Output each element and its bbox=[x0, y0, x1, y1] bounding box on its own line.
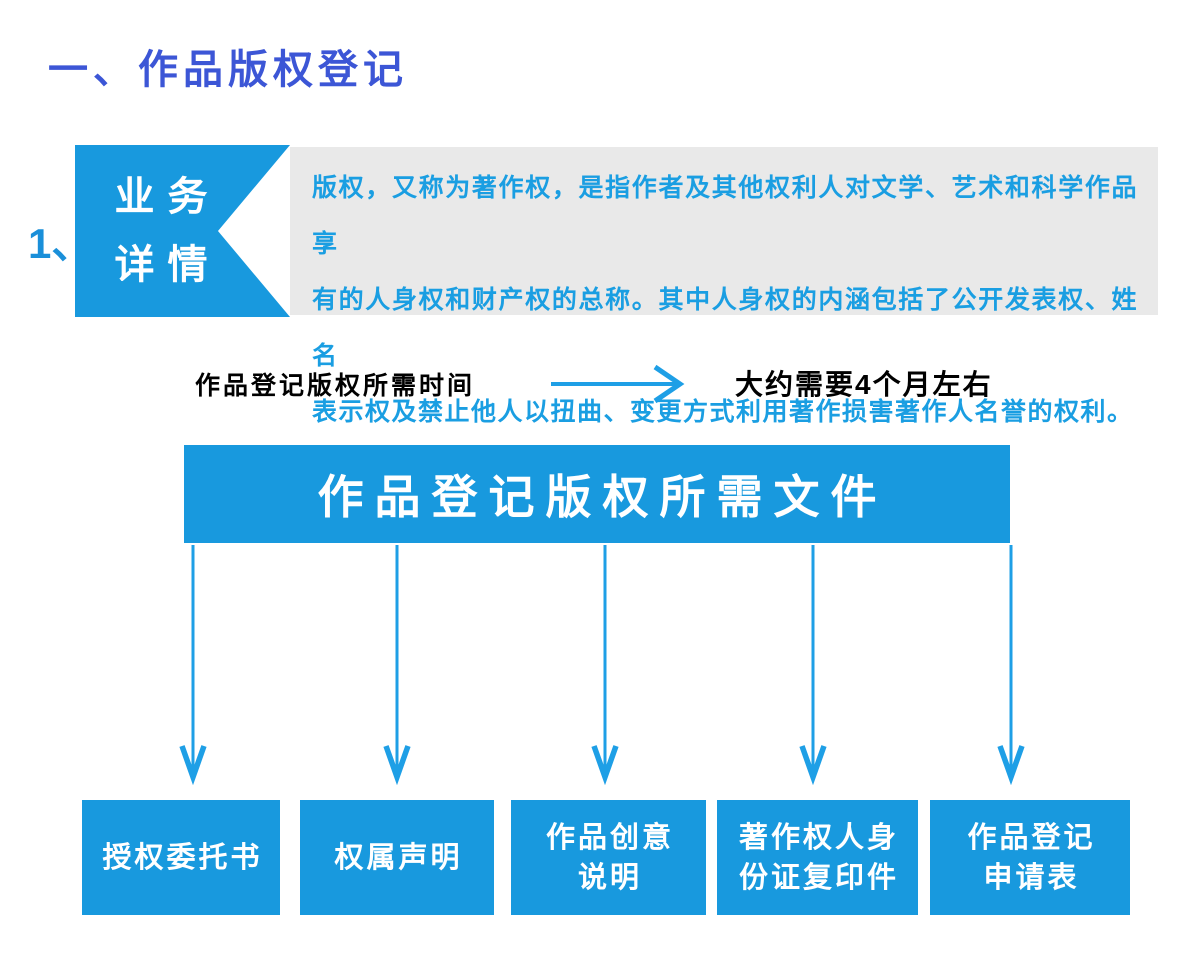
document-box-ownership-statement: 权属声明 bbox=[300, 800, 494, 915]
arrow-right-icon bbox=[551, 364, 685, 404]
document-label: 作品创意 bbox=[545, 821, 674, 854]
document-box-application-form: 作品登记 申请表 bbox=[930, 800, 1130, 915]
description-line: 表示权及禁止他人以扭曲、变更方式利用著作损害著作人名誉的权利。 bbox=[312, 398, 1134, 426]
document-label: 著作权人身 bbox=[738, 821, 899, 854]
document-label: 授权委托书 bbox=[102, 841, 263, 874]
arrow-down-icon bbox=[383, 545, 411, 785]
document-box-id-copy: 著作权人身 份证复印件 bbox=[717, 800, 918, 915]
arrow-down-icon bbox=[799, 545, 827, 785]
business-detail-line1: 业务 bbox=[114, 175, 221, 219]
arrow-down-icon bbox=[591, 545, 619, 785]
business-detail-label: 业务 详情 bbox=[75, 145, 290, 317]
document-label: 作品登记 bbox=[967, 821, 1096, 854]
arrow-down-icon bbox=[997, 545, 1025, 785]
document-label: 权属声明 bbox=[334, 841, 463, 874]
document-label: 份证复印件 bbox=[738, 861, 899, 894]
business-detail-line2: 详情 bbox=[114, 243, 221, 287]
page-title: 一、作品版权登记 bbox=[48, 48, 408, 92]
description-line: 版权，又称为著作权，是指作者及其他权利人对文学、艺术和科学作品享 bbox=[312, 174, 1138, 258]
documents-banner: 作品登记版权所需文件 bbox=[184, 445, 1010, 543]
document-box-authorization-letter: 授权委托书 bbox=[82, 800, 280, 915]
document-label: 申请表 bbox=[983, 861, 1080, 894]
time-required-label: 作品登记版权所需时间 bbox=[195, 372, 476, 400]
document-label: 说明 bbox=[577, 861, 642, 894]
description-panel: 版权，又称为著作权，是指作者及其他权利人对文学、艺术和科学作品享 有的人身权和财… bbox=[290, 147, 1158, 426]
document-box-creative-description: 作品创意 说明 bbox=[511, 800, 706, 915]
time-required-value: 大约需要4个月左右 bbox=[735, 369, 993, 400]
arrow-down-icon bbox=[179, 545, 207, 785]
description-line: 有的人身权和财产权的总称。其中人身权的内涵包括了公开发表权、姓名 bbox=[312, 286, 1138, 370]
